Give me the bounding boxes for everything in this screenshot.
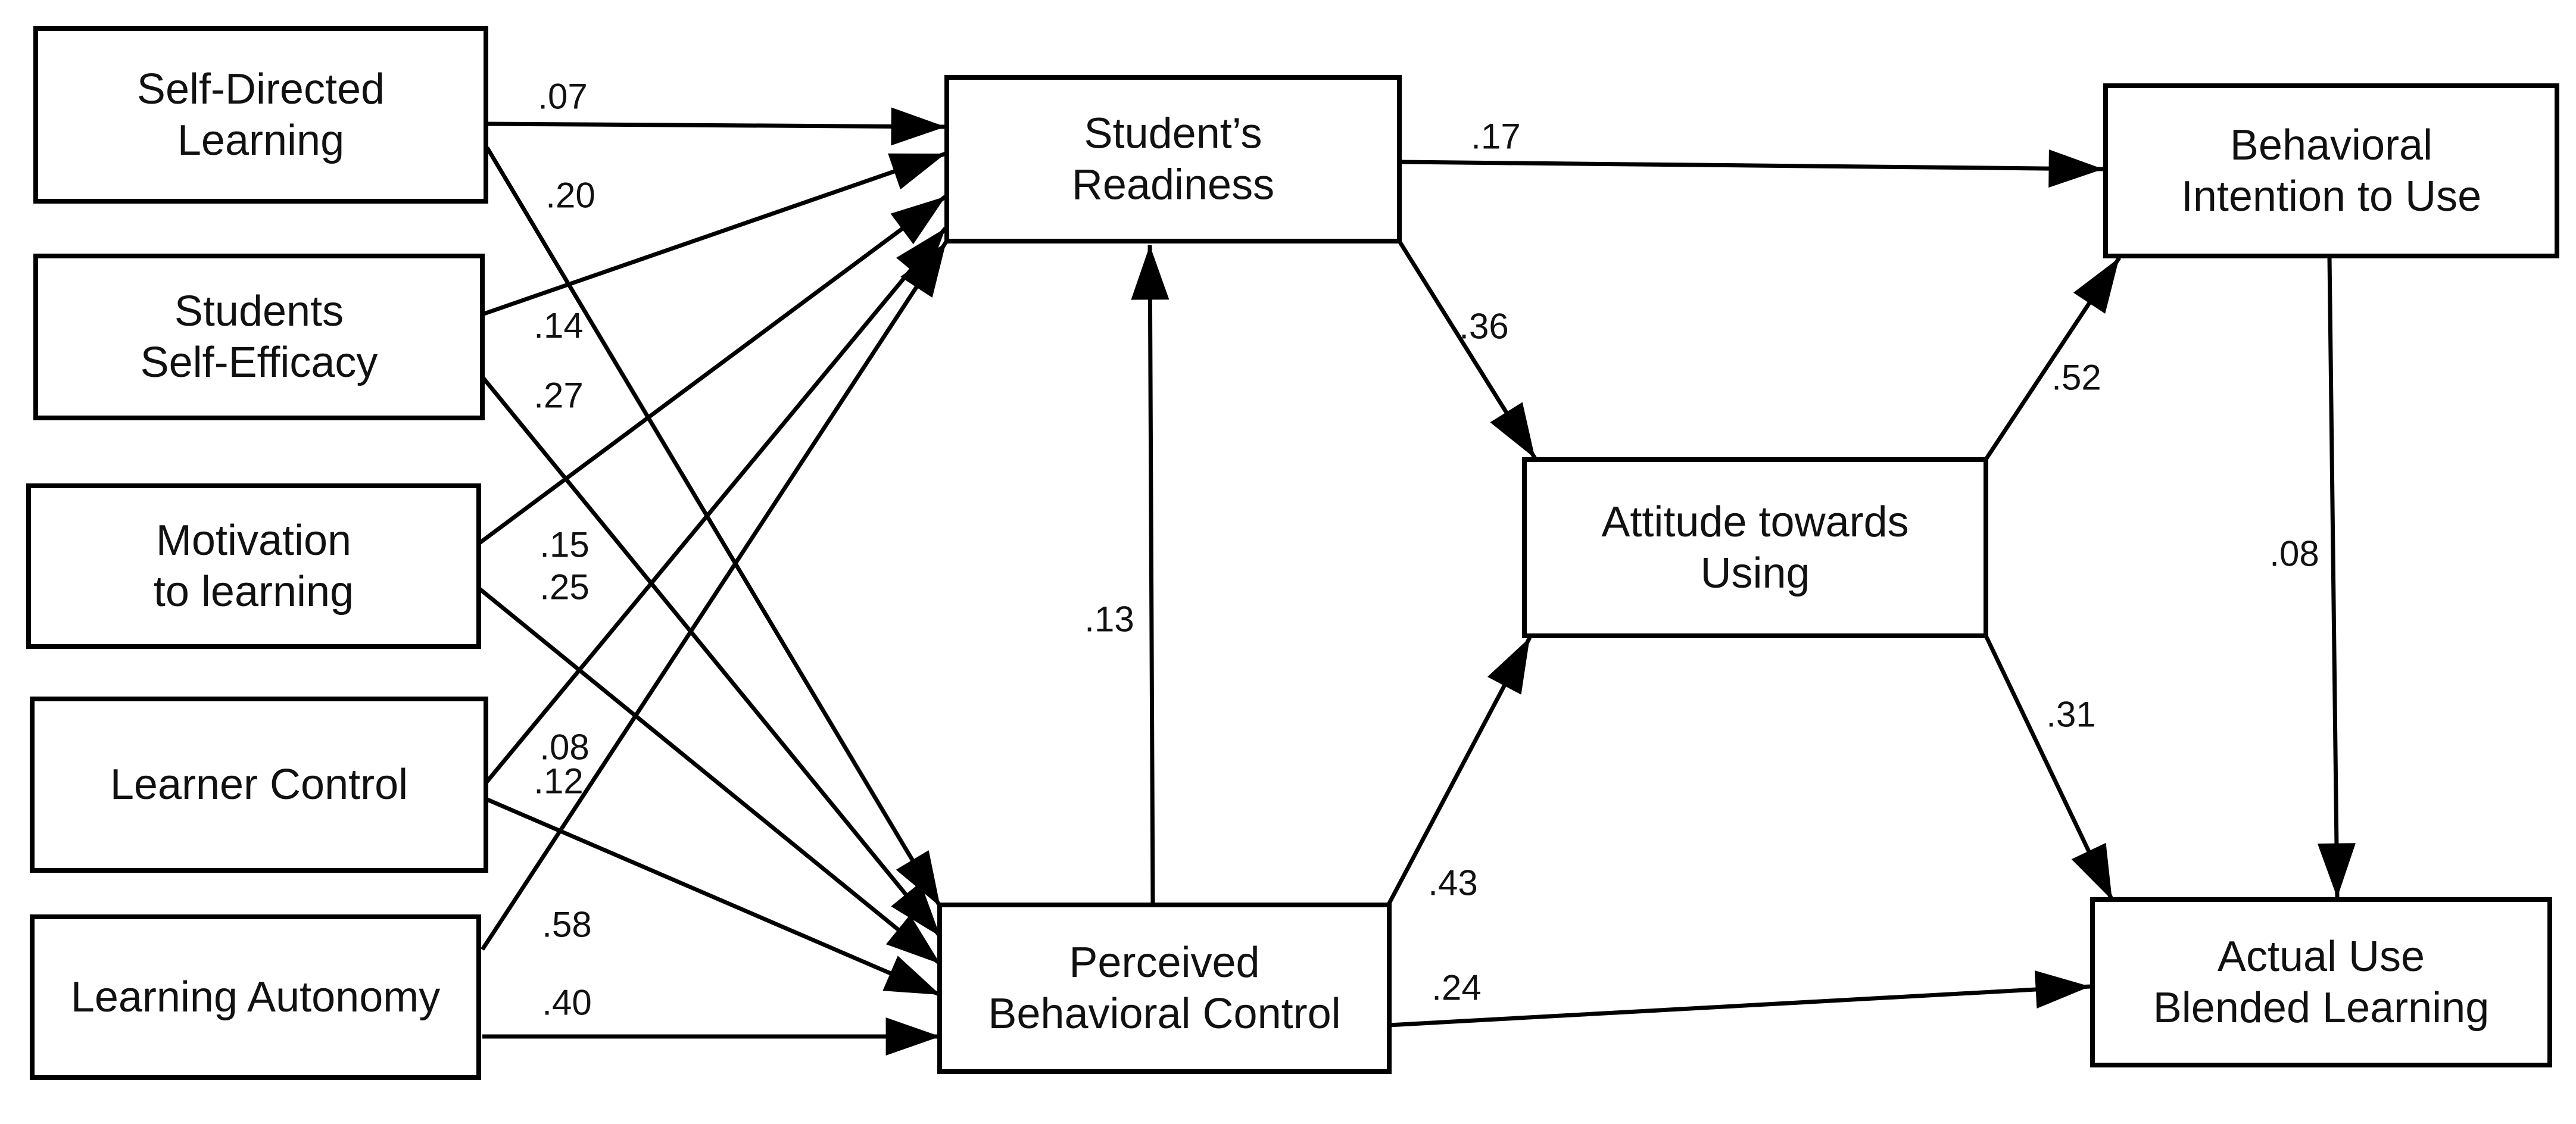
node-box-learner-control <box>30 697 488 873</box>
path-coefficient-sr-to-au: .36 <box>1459 307 1508 346</box>
path-coefficient-pbc-to-sr: .13 <box>1084 600 1134 639</box>
path-coefficient-la-to-pbc: .40 <box>542 983 591 1023</box>
node-label-line: Behavioral <box>2230 121 2432 169</box>
path-arrow-ml-to-sr <box>477 195 947 545</box>
path-coefficient-sdl-to-sr: .07 <box>538 77 587 117</box>
path-arrow-sdl-to-pbc <box>485 146 943 908</box>
node-label-line: Learning Autonomy <box>71 973 440 1021</box>
path-arrow-au-to-biu <box>1985 257 2121 460</box>
node-box-actual-use-blended-learning <box>2090 897 2552 1067</box>
node-label-learner-control: Learner Control <box>110 761 408 808</box>
path-arrow-sse-to-pbc <box>481 375 942 938</box>
node-label-line: Self-Directed <box>137 65 385 113</box>
path-arrow-biu-to-aubl <box>2317 257 2356 898</box>
node-box-students-self-efficacy <box>33 254 485 420</box>
node-learner-control: Learner Control <box>30 697 488 873</box>
path-arrow-lc-to-sr <box>484 226 947 785</box>
node-learning-autonomy: Learning Autonomy <box>30 914 481 1080</box>
path-coefficient-ml-to-sr: .15 <box>539 525 589 565</box>
path-coefficient-biu-to-aubl: .08 <box>2269 534 2319 574</box>
node-box-motivation-to-learning <box>26 483 481 649</box>
node-label-line: to learning <box>154 568 354 616</box>
node-label-line: Intention to Use <box>2181 173 2481 220</box>
path-coefficient-au-to-biu: .52 <box>2051 358 2101 398</box>
node-label-line: Motivation <box>156 517 351 564</box>
path-arrow-sr-to-biu <box>1399 149 2104 188</box>
path-arrow-au-to-aubl <box>1984 636 2115 901</box>
node-label-line: Learning <box>177 117 344 164</box>
node-label-line: Self-Efficacy <box>141 339 378 386</box>
edge-labels-layer: .07.20.14.27.15.25.08.12.58.40.17.36.13.… <box>534 77 2319 1023</box>
node-label-line: Perceived <box>1069 939 1259 986</box>
node-box-students-readiness <box>944 75 1402 243</box>
path-arrow-ml-to-pbc <box>477 586 942 966</box>
node-label-line: Student’s <box>1084 110 1262 158</box>
node-box-attitude-towards-using <box>1522 457 1988 638</box>
node-box-behavioral-intention-to-use <box>2103 83 2559 258</box>
node-box-perceived-behavioral-control <box>937 903 1392 1074</box>
node-label-line: Using <box>1700 549 1810 597</box>
path-arrow-lc-to-pbc <box>485 797 941 997</box>
node-label-line: Behavioral Control <box>988 990 1340 1038</box>
path-coefficient-au-to-aubl: .31 <box>2046 695 2095 735</box>
node-box-learning-autonomy <box>30 914 481 1080</box>
path-coefficient-lc-to-sr: .08 <box>539 728 589 767</box>
path-coefficient-pbc-to-aubl: .24 <box>1432 968 1481 1008</box>
path-coefficient-ml-to-pbc: .25 <box>539 567 589 607</box>
path-coefficient-sdl-to-pbc: .20 <box>545 176 595 216</box>
node-label-line: Students <box>174 288 344 335</box>
path-coefficient-sse-to-pbc: .27 <box>534 376 583 416</box>
path-coefficient-pbc-to-au: .43 <box>1428 863 1477 903</box>
node-label-learning-autonomy: Learning Autonomy <box>71 973 440 1021</box>
path-arrow-sse-to-sr <box>481 151 947 317</box>
node-label-line: Blended Learning <box>2153 984 2489 1032</box>
node-label-line: Actual Use <box>2218 933 2425 981</box>
path-coefficient-sse-to-sr: .14 <box>534 306 583 346</box>
node-label-line: Learner Control <box>110 761 408 808</box>
path-arrow-la-to-sr <box>481 241 948 951</box>
path-coefficient-la-to-sr: .58 <box>542 905 591 945</box>
path-arrow-sdl-to-sr <box>486 107 946 146</box>
path-arrow-pbc-to-sr <box>1131 245 1170 905</box>
path-arrow-sr-to-au <box>1396 238 1537 460</box>
node-label-line: Attitude towards <box>1601 498 1908 546</box>
path-coefficient-lc-to-pbc: .12 <box>534 761 583 801</box>
edges-layer <box>477 107 2356 1056</box>
node-box-self-directed-learning <box>33 26 488 204</box>
node-label-line: Readiness <box>1072 161 1274 209</box>
path-coefficient-sr-to-biu: .17 <box>1471 117 1520 157</box>
path-arrow-pbc-to-au <box>1386 636 1532 906</box>
path-arrow-pbc-to-aubl <box>1388 970 2091 1028</box>
